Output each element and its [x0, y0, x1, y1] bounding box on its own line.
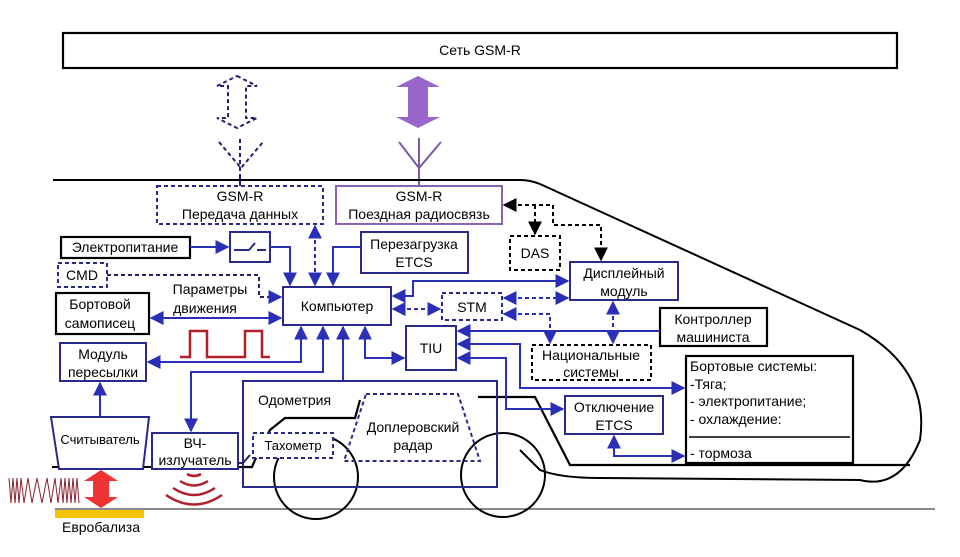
driver-controller-line1: Контроллер — [674, 311, 751, 327]
national-line2: системы — [563, 364, 619, 380]
connector — [184, 325, 330, 433]
gsmr-data-line2: Передача данных — [182, 206, 298, 222]
reboot-etcs-box: Перезагрузка ETCS — [360, 231, 469, 274]
rf-emitter-box: ВЧ- излучатель — [151, 432, 239, 470]
connector — [502, 198, 608, 262]
cmd-label: CMD — [66, 267, 98, 283]
odometry-label: Одометрия — [258, 392, 331, 408]
onboard-item-brakes: - тормоза — [690, 445, 752, 461]
display-module-box: Дисплейный модуль — [569, 261, 679, 301]
driver-controller-box: Контроллер машиниста — [658, 306, 769, 348]
das-label: DAS — [521, 245, 550, 261]
etcs-off-box: Отключение ETCS — [564, 395, 664, 435]
gsmr-voice-line2: Поездная радиосвязь — [348, 206, 490, 222]
reader-label: Считыватель — [60, 432, 139, 447]
stm-label: STM — [457, 299, 487, 315]
display-line1: Дисплейный — [583, 265, 664, 281]
switch-icon — [229, 231, 271, 263]
recorder-box: Бортовой самописец — [54, 291, 151, 336]
connector — [358, 325, 406, 365]
wheel-right-icon — [460, 432, 546, 518]
gsmr-network: Сеть GSM-R — [61, 31, 899, 70]
doppler-line1: Доплеровский — [367, 419, 460, 435]
stm-box: STM — [441, 292, 503, 321]
national-line1: Национальные — [542, 347, 640, 363]
motion-params-line2: движения — [173, 300, 237, 316]
onboard-title: Бортовые системы: — [690, 358, 817, 374]
connector — [502, 307, 557, 345]
gsmr-voice-box: GSM-R Поездная радиосвязь — [335, 185, 503, 225]
doppler-radar-box: Доплеровский радар — [342, 393, 482, 462]
gsmr-data-box: GSM-R Передача данных — [156, 185, 324, 225]
transfer-module-box: Модуль пересылки — [59, 342, 147, 382]
recorder-line1: Бортовой — [69, 296, 130, 312]
voice-antenna-icon — [398, 138, 442, 185]
tiu-box: TIU — [405, 325, 457, 371]
connector — [238, 454, 251, 464]
connectors — [93, 176, 686, 464]
etcs-off-line2: ETCS — [595, 417, 632, 433]
connector — [456, 351, 565, 416]
tachometer-box: Тахометр — [252, 432, 334, 459]
voice-link-arrow-icon — [396, 76, 440, 128]
eurobalise-icon — [55, 510, 144, 518]
reader-box: Считыватель — [49, 416, 243, 470]
doppler-line2: радар — [393, 437, 433, 453]
onboard-item-traction: -Тяга; — [690, 376, 726, 392]
connector — [107, 274, 283, 304]
gsmr-network-box — [61, 31, 899, 70]
onboard-systems-box: Бортовые системы: -Тяга; - электропитани… — [684, 354, 855, 465]
computer-label: Компьютер — [301, 298, 374, 314]
rf-emitter-line1: ВЧ- — [184, 435, 207, 451]
gsmr-network-label: Сеть GSM-R — [439, 42, 521, 58]
eurobalise-label: Евробализа — [62, 519, 140, 535]
das-box: DAS — [509, 235, 561, 271]
data-antenna-icon — [218, 139, 264, 185]
power-box: Электропитание — [59, 235, 192, 260]
power-label: Электропитание — [72, 239, 179, 255]
etcs-off-line1: Отключение — [574, 399, 655, 415]
computer-box: Компьютер — [282, 286, 392, 326]
recorder-line2: самописец — [65, 315, 135, 331]
connector — [270, 246, 297, 287]
motion-params-line1: Параметры — [173, 281, 248, 297]
connector — [326, 246, 361, 287]
transfer-module-line2: пересылки — [68, 364, 138, 380]
balise-signal-icon — [8, 477, 80, 504]
transfer-module-line1: Модуль — [78, 346, 128, 362]
balise-link-arrow-icon — [84, 470, 118, 508]
rf-emitter-line2: излучатель — [158, 452, 231, 468]
tacho-label: Тахометр — [264, 438, 321, 453]
gsmr-voice-line1: GSM-R — [396, 188, 443, 204]
train-outline — [53, 179, 923, 483]
reboot-etcs-line2: ETCS — [395, 254, 432, 270]
data-link-arrow-icon — [216, 74, 258, 130]
pulse-signal-icon — [180, 329, 270, 359]
connector — [607, 434, 686, 463]
tiu-label: TIU — [420, 340, 443, 356]
connector — [391, 274, 570, 303]
display-line2: модуль — [600, 283, 647, 299]
driver-controller-line2: машиниста — [676, 329, 749, 345]
rf-waves-icon — [165, 472, 223, 506]
national-systems-box: Национальные системы — [531, 344, 652, 381]
reboot-etcs-line1: Перезагрузка — [370, 236, 458, 252]
gsmr-data-line1: GSM-R — [217, 188, 264, 204]
cmd-box: CMD — [57, 262, 108, 288]
onboard-item-power: - электропитание; — [690, 393, 806, 409]
onboard-item-cooling: - охлаждение: — [690, 411, 782, 427]
